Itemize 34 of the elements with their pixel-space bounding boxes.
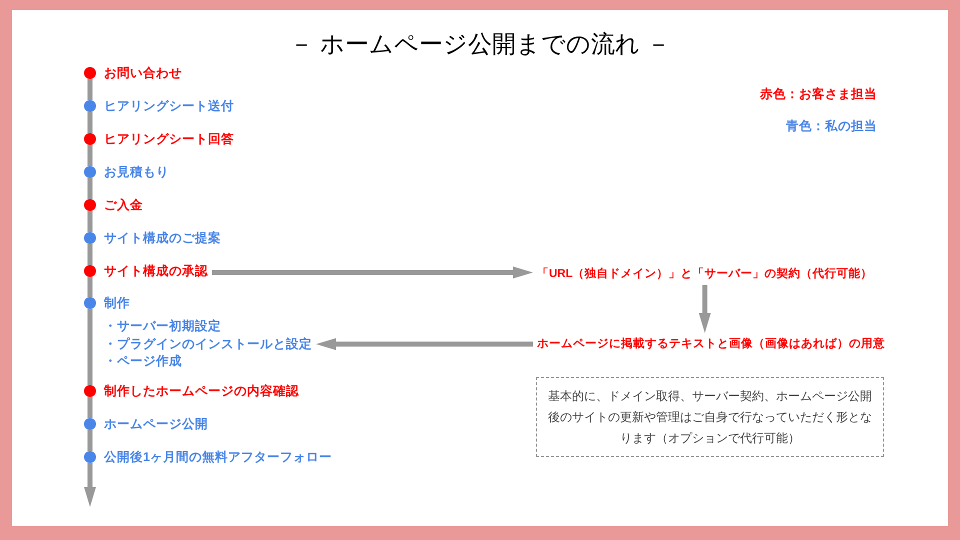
list-item: ・ページ作成 xyxy=(104,353,182,370)
arrow xyxy=(84,463,96,507)
timeline-line xyxy=(88,309,92,385)
step-label: 公開後1ヶ月間の無料アフターフォロー xyxy=(104,451,332,463)
step-label: 制作したホームページの内容確認 xyxy=(104,385,299,397)
timeline-line xyxy=(88,244,92,265)
timeline-line xyxy=(88,178,92,199)
arrow xyxy=(698,285,711,333)
note-box: 基本的に、ドメイン取得、サーバー契約、ホームページ公開後のサイトの更新や管理はご自身で行なっていただく形となります（オプションで代行可能） xyxy=(536,377,884,457)
timeline-line xyxy=(88,79,92,100)
legend-entry: 青色：私の担当 xyxy=(786,119,877,133)
timeline-line xyxy=(88,397,92,418)
timeline-line xyxy=(88,211,92,232)
step-label: ヒアリングシート送付 xyxy=(104,100,234,112)
step-label: お見積もり xyxy=(104,166,169,178)
list-item: ・サーバー初期設定 xyxy=(104,318,221,335)
list-item: ・プラグインのインストールと設定 xyxy=(104,336,312,352)
task-label: 「URL（独自ドメイン）」と「サーバー」の契約（代行可能） xyxy=(537,267,873,281)
step-label: サイト構成の承認 xyxy=(104,265,208,277)
step-label: ホームページ公開 xyxy=(104,418,208,430)
step-label: サイト構成のご提案 xyxy=(104,232,221,244)
step-label: お問い合わせ xyxy=(104,67,182,79)
arrow xyxy=(316,338,533,350)
timeline-line xyxy=(88,145,92,166)
step-label: 制作 xyxy=(104,297,130,309)
step-label: ご入金 xyxy=(104,199,143,211)
timeline-line xyxy=(88,112,92,133)
title: － ホームページ公開までの流れ － xyxy=(289,31,671,59)
legend-entry: 赤色：お客さま担当 xyxy=(760,87,877,101)
task-label: ホームページに掲載するテキストと画像（画像はあれば）の用意 xyxy=(537,337,885,351)
arrow xyxy=(212,266,533,278)
timeline-line xyxy=(88,277,92,297)
step-label: ヒアリングシート回答 xyxy=(104,133,234,145)
timeline-line xyxy=(88,430,92,451)
